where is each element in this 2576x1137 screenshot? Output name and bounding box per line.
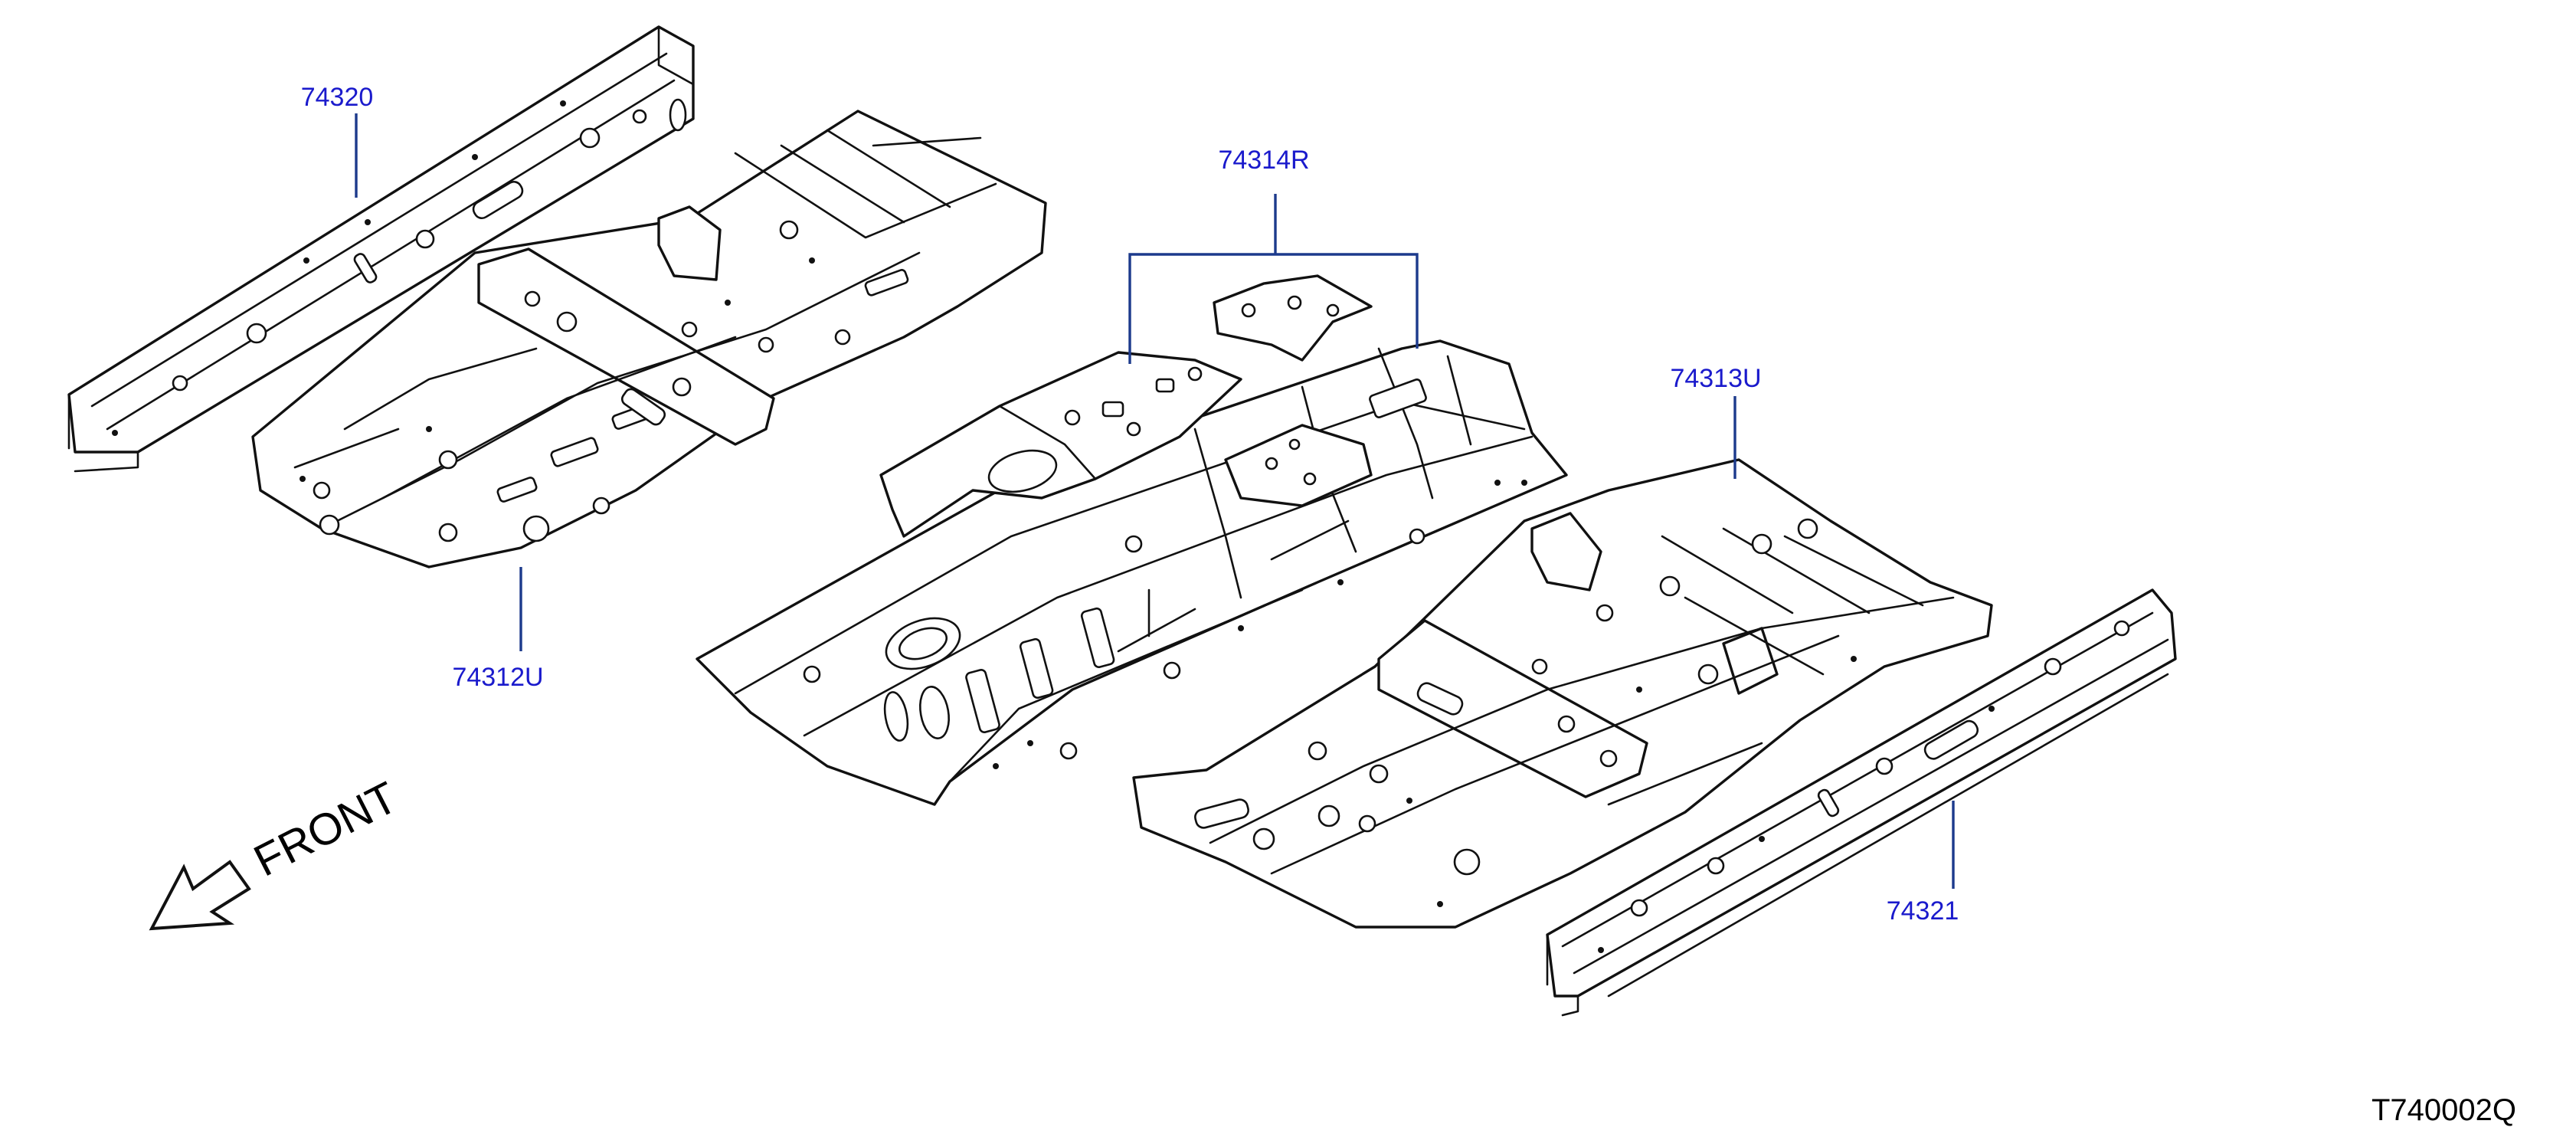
- callout-74313U: 74313U: [1670, 364, 1761, 393]
- callout-74312U: 74312U: [452, 663, 543, 692]
- callout-74314R: 74314R: [1218, 146, 1309, 175]
- side-sill-left-part: [67, 25, 695, 473]
- front-direction-indicator: FRONT: [149, 772, 405, 931]
- arrow-down-left-icon: [149, 860, 251, 931]
- leader-74314R-bracket: [1128, 253, 1419, 364]
- diagram-reference-code: T740002Q: [2371, 1093, 2516, 1127]
- callout-74320: 74320: [301, 83, 374, 112]
- side-sill-right-part: [1546, 588, 2177, 1017]
- front-floor-left-part: [251, 110, 1047, 568]
- tunnel-bracket-parts: [879, 274, 1373, 538]
- front-floor-right-part: [1132, 458, 1993, 929]
- front-label: FRONT: [246, 772, 404, 886]
- callout-74321: 74321: [1887, 896, 1959, 926]
- leader-lines: [355, 113, 1955, 889]
